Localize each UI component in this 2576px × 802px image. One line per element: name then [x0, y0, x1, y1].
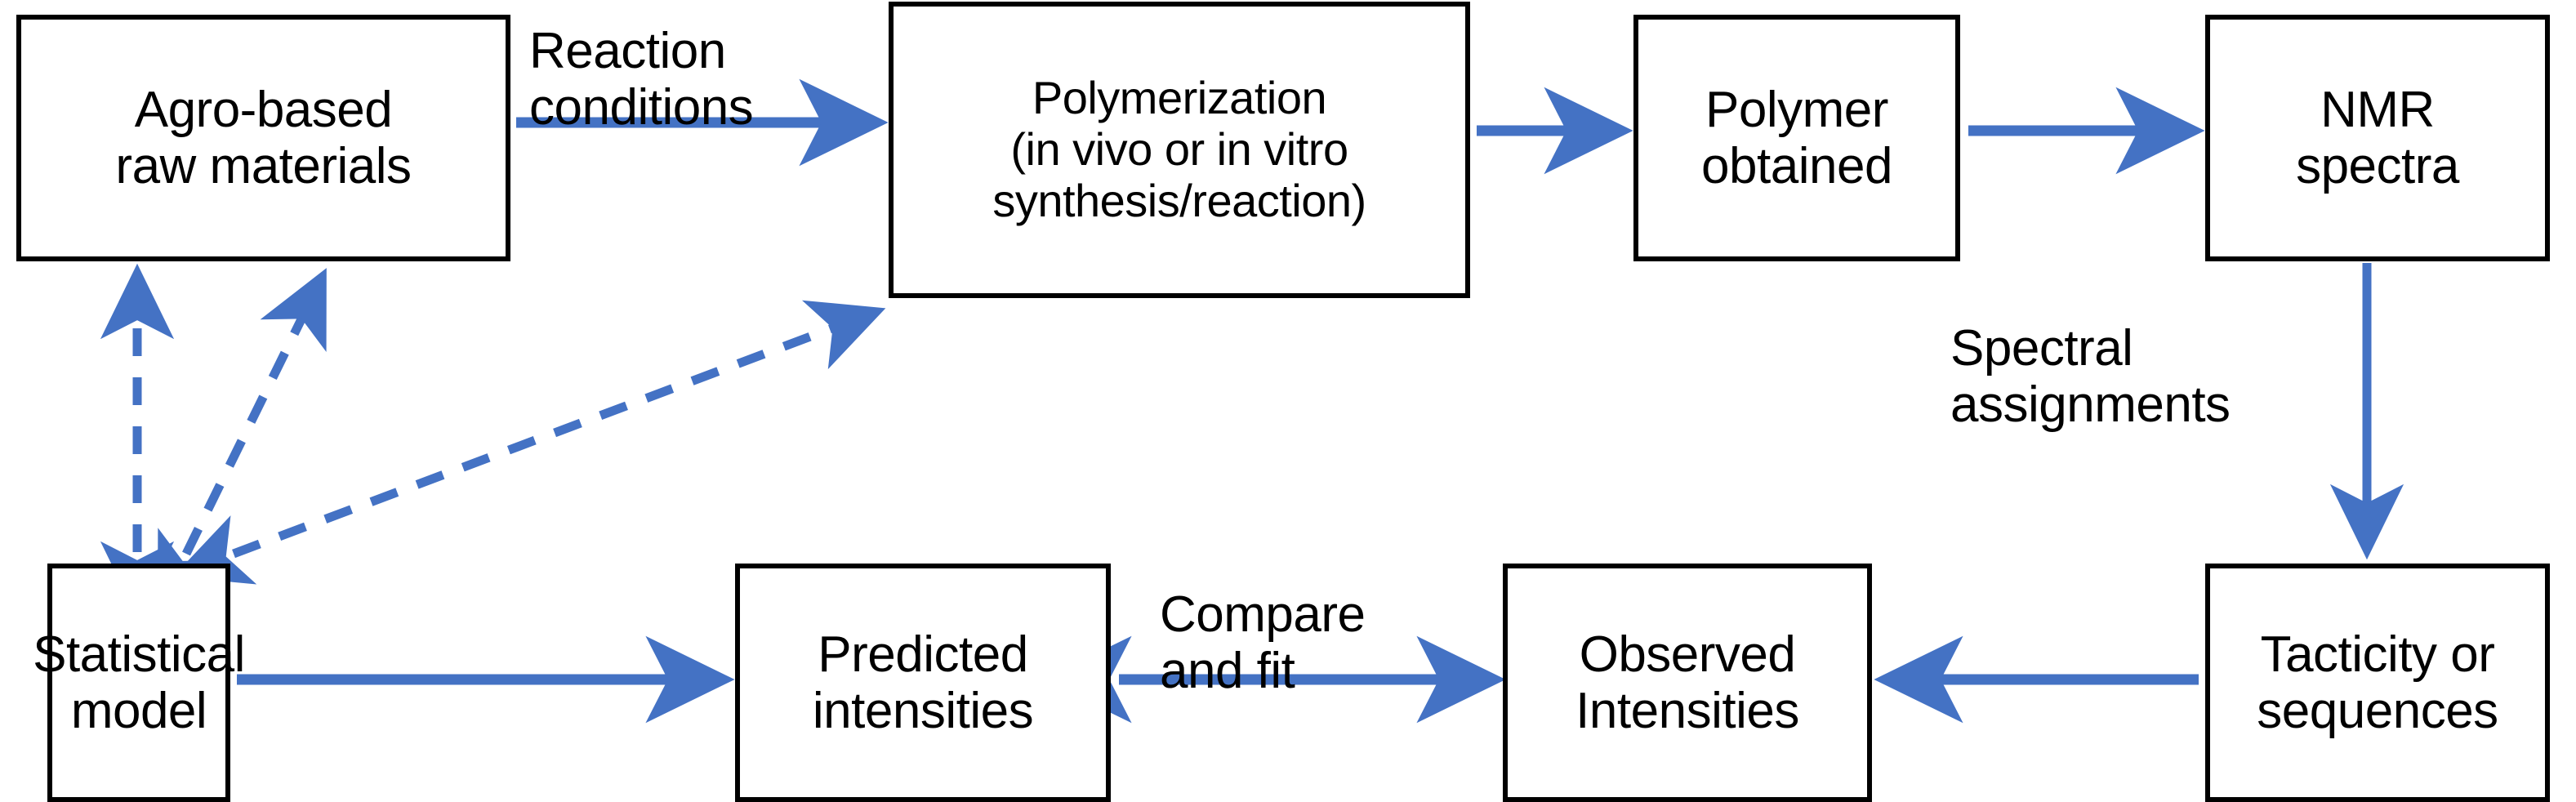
node-predicted-intensities[interactable]: Predicted intensities [735, 564, 1111, 802]
edge-label-compare-line-1: Compare [1160, 586, 1366, 643]
edge-label-reaction-conditions: Reaction conditions [529, 23, 754, 136]
node-polymer-obtained-line-1: Polymer [1705, 81, 1888, 138]
edge-label-compare-and-fit: Compare and fit [1160, 586, 1366, 700]
node-agro-line-2: raw materials [115, 138, 412, 194]
edge-label-reaction-line-2: conditions [529, 79, 754, 136]
node-polymerization[interactable]: Polymerization (in vivo or in vitro synt… [889, 2, 1470, 298]
node-nmr-spectra-line-1: NMR [2320, 81, 2435, 138]
node-polymerization-line-3: synthesis/reaction) [992, 174, 1366, 226]
node-statistical-model[interactable]: Statistical model [33, 564, 245, 802]
arrow-statistical-model-to-polymerization-dashed [172, 300, 886, 585]
edge-label-spectral-line-2: assignments [1950, 376, 2231, 434]
edge-label-spectral-line-1: Spectral [1950, 320, 2133, 376]
node-observed-intensities-line-1: Observed [1579, 626, 1796, 683]
node-polymer-obtained-line-2: obtained [1701, 138, 1892, 194]
arrow-statistical-model-to-reaction-conditions-dashed [158, 268, 327, 613]
node-polymer-obtained[interactable]: Polymer obtained [1633, 15, 1960, 261]
node-polymerization-line-1: Polymerization [1032, 72, 1327, 124]
node-nmr-spectra-line-2: spectra [2296, 138, 2459, 194]
node-predicted-intensities-line-2: intensities [812, 683, 1034, 739]
node-tacticity-or-sequences[interactable]: Tacticity or sequences [2205, 564, 2550, 802]
edge-label-compare-line-2: and fit [1160, 643, 1295, 700]
node-statistical-model-line-2: model [70, 683, 207, 739]
node-polymerization-line-2: (in vivo or in vitro [1010, 123, 1348, 176]
node-predicted-intensities-line-1: Predicted [818, 626, 1028, 683]
node-tacticity-line-2: sequences [2257, 683, 2498, 739]
node-agro-based-raw-materials[interactable]: Agro-based raw materials [16, 15, 510, 261]
edge-label-spectral-assignments: Spectral assignments [1950, 320, 2231, 434]
edge-label-reaction-line-1: Reaction [529, 23, 726, 79]
node-nmr-spectra[interactable]: NMR spectra [2205, 15, 2550, 261]
node-observed-intensities[interactable]: Observed Intensities [1503, 564, 1872, 802]
node-agro-line-1: Agro-based [134, 81, 393, 138]
node-statistical-model-line-1: Statistical [33, 626, 245, 683]
node-tacticity-line-1: Tacticity or [2260, 626, 2495, 683]
node-observed-intensities-line-2: Intensities [1575, 683, 1799, 739]
